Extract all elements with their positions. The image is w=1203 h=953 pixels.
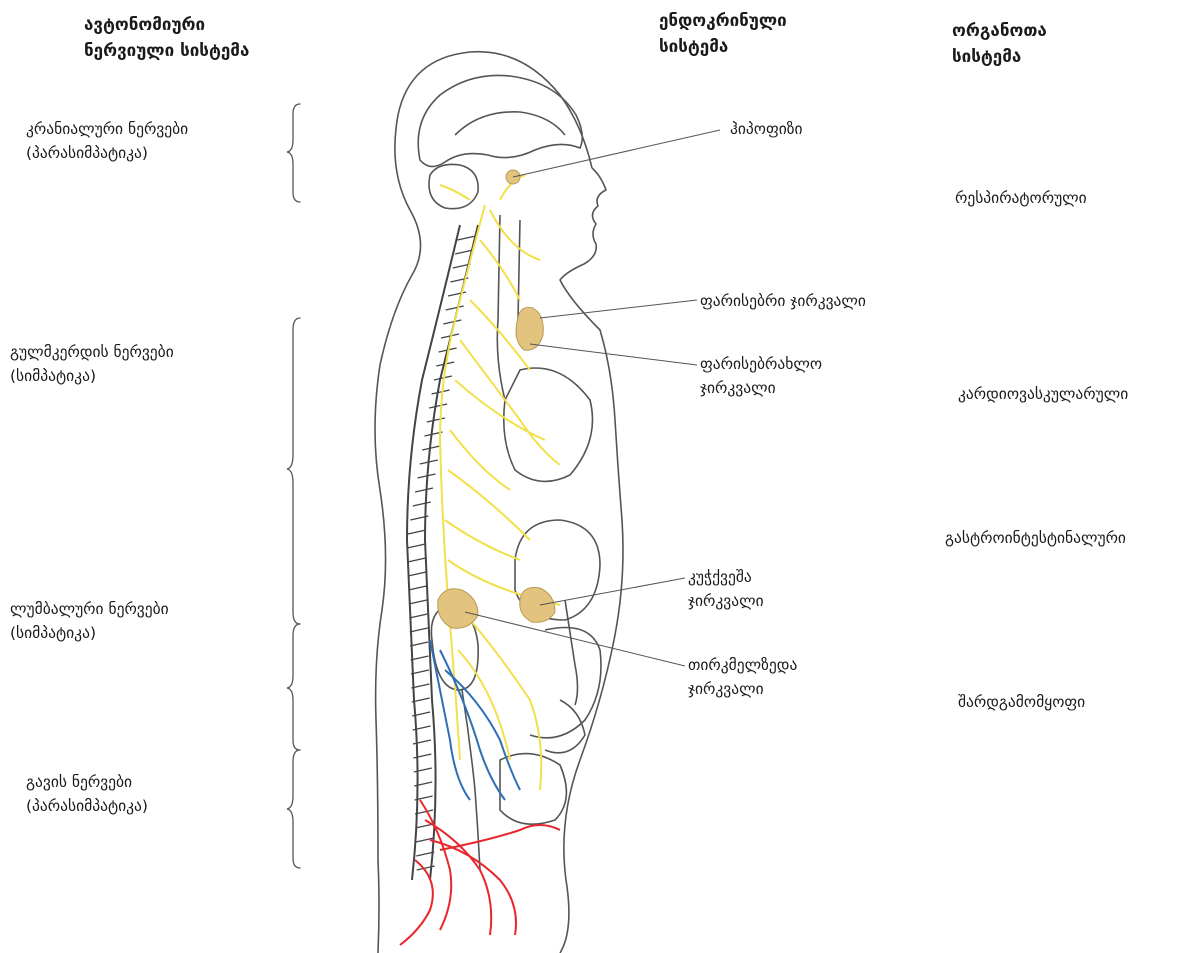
vertebra bbox=[409, 600, 427, 604]
vertebra bbox=[429, 404, 447, 408]
vertebra bbox=[432, 390, 450, 394]
leader-thyroid bbox=[540, 300, 697, 318]
vertebra bbox=[446, 306, 464, 310]
leader-pituitary bbox=[513, 130, 720, 177]
vertebra bbox=[410, 628, 428, 632]
vertebra bbox=[457, 236, 475, 240]
vertebra bbox=[408, 530, 426, 534]
leader-parathyroid bbox=[530, 344, 697, 365]
bracket-sacral bbox=[287, 750, 300, 868]
brain-inner bbox=[455, 112, 565, 135]
lumbar-nerves bbox=[430, 640, 520, 800]
bladder bbox=[500, 754, 566, 825]
vertebra bbox=[443, 320, 461, 324]
vertebra bbox=[413, 754, 431, 758]
vertebra bbox=[408, 572, 426, 576]
vertebra bbox=[407, 544, 425, 548]
intestines bbox=[530, 628, 601, 753]
vertebra bbox=[427, 418, 445, 422]
thyroid-gland bbox=[516, 307, 543, 350]
bracket-thoracic bbox=[287, 318, 300, 624]
brain-outline bbox=[418, 75, 582, 166]
vertebra bbox=[415, 488, 433, 492]
adrenal-gland bbox=[438, 589, 478, 628]
pancreas-gland bbox=[520, 588, 555, 623]
leader-adrenal bbox=[465, 612, 685, 666]
bracket-lumbar bbox=[287, 624, 300, 750]
glands bbox=[438, 170, 555, 628]
vertebra bbox=[422, 446, 440, 450]
vertebra bbox=[411, 656, 429, 660]
leader-pancreas bbox=[540, 578, 685, 605]
vertebra bbox=[409, 614, 427, 618]
trachea bbox=[497, 215, 520, 400]
spine bbox=[407, 225, 478, 880]
bracket-cranial bbox=[287, 104, 300, 202]
vertebra bbox=[410, 642, 428, 646]
vertebra bbox=[448, 292, 466, 296]
cerebellum bbox=[429, 164, 478, 208]
body-outline bbox=[375, 52, 623, 953]
vertebra bbox=[408, 586, 426, 590]
vertebra bbox=[413, 502, 431, 506]
vertebra bbox=[408, 558, 426, 562]
sacral-nerves bbox=[400, 800, 560, 945]
